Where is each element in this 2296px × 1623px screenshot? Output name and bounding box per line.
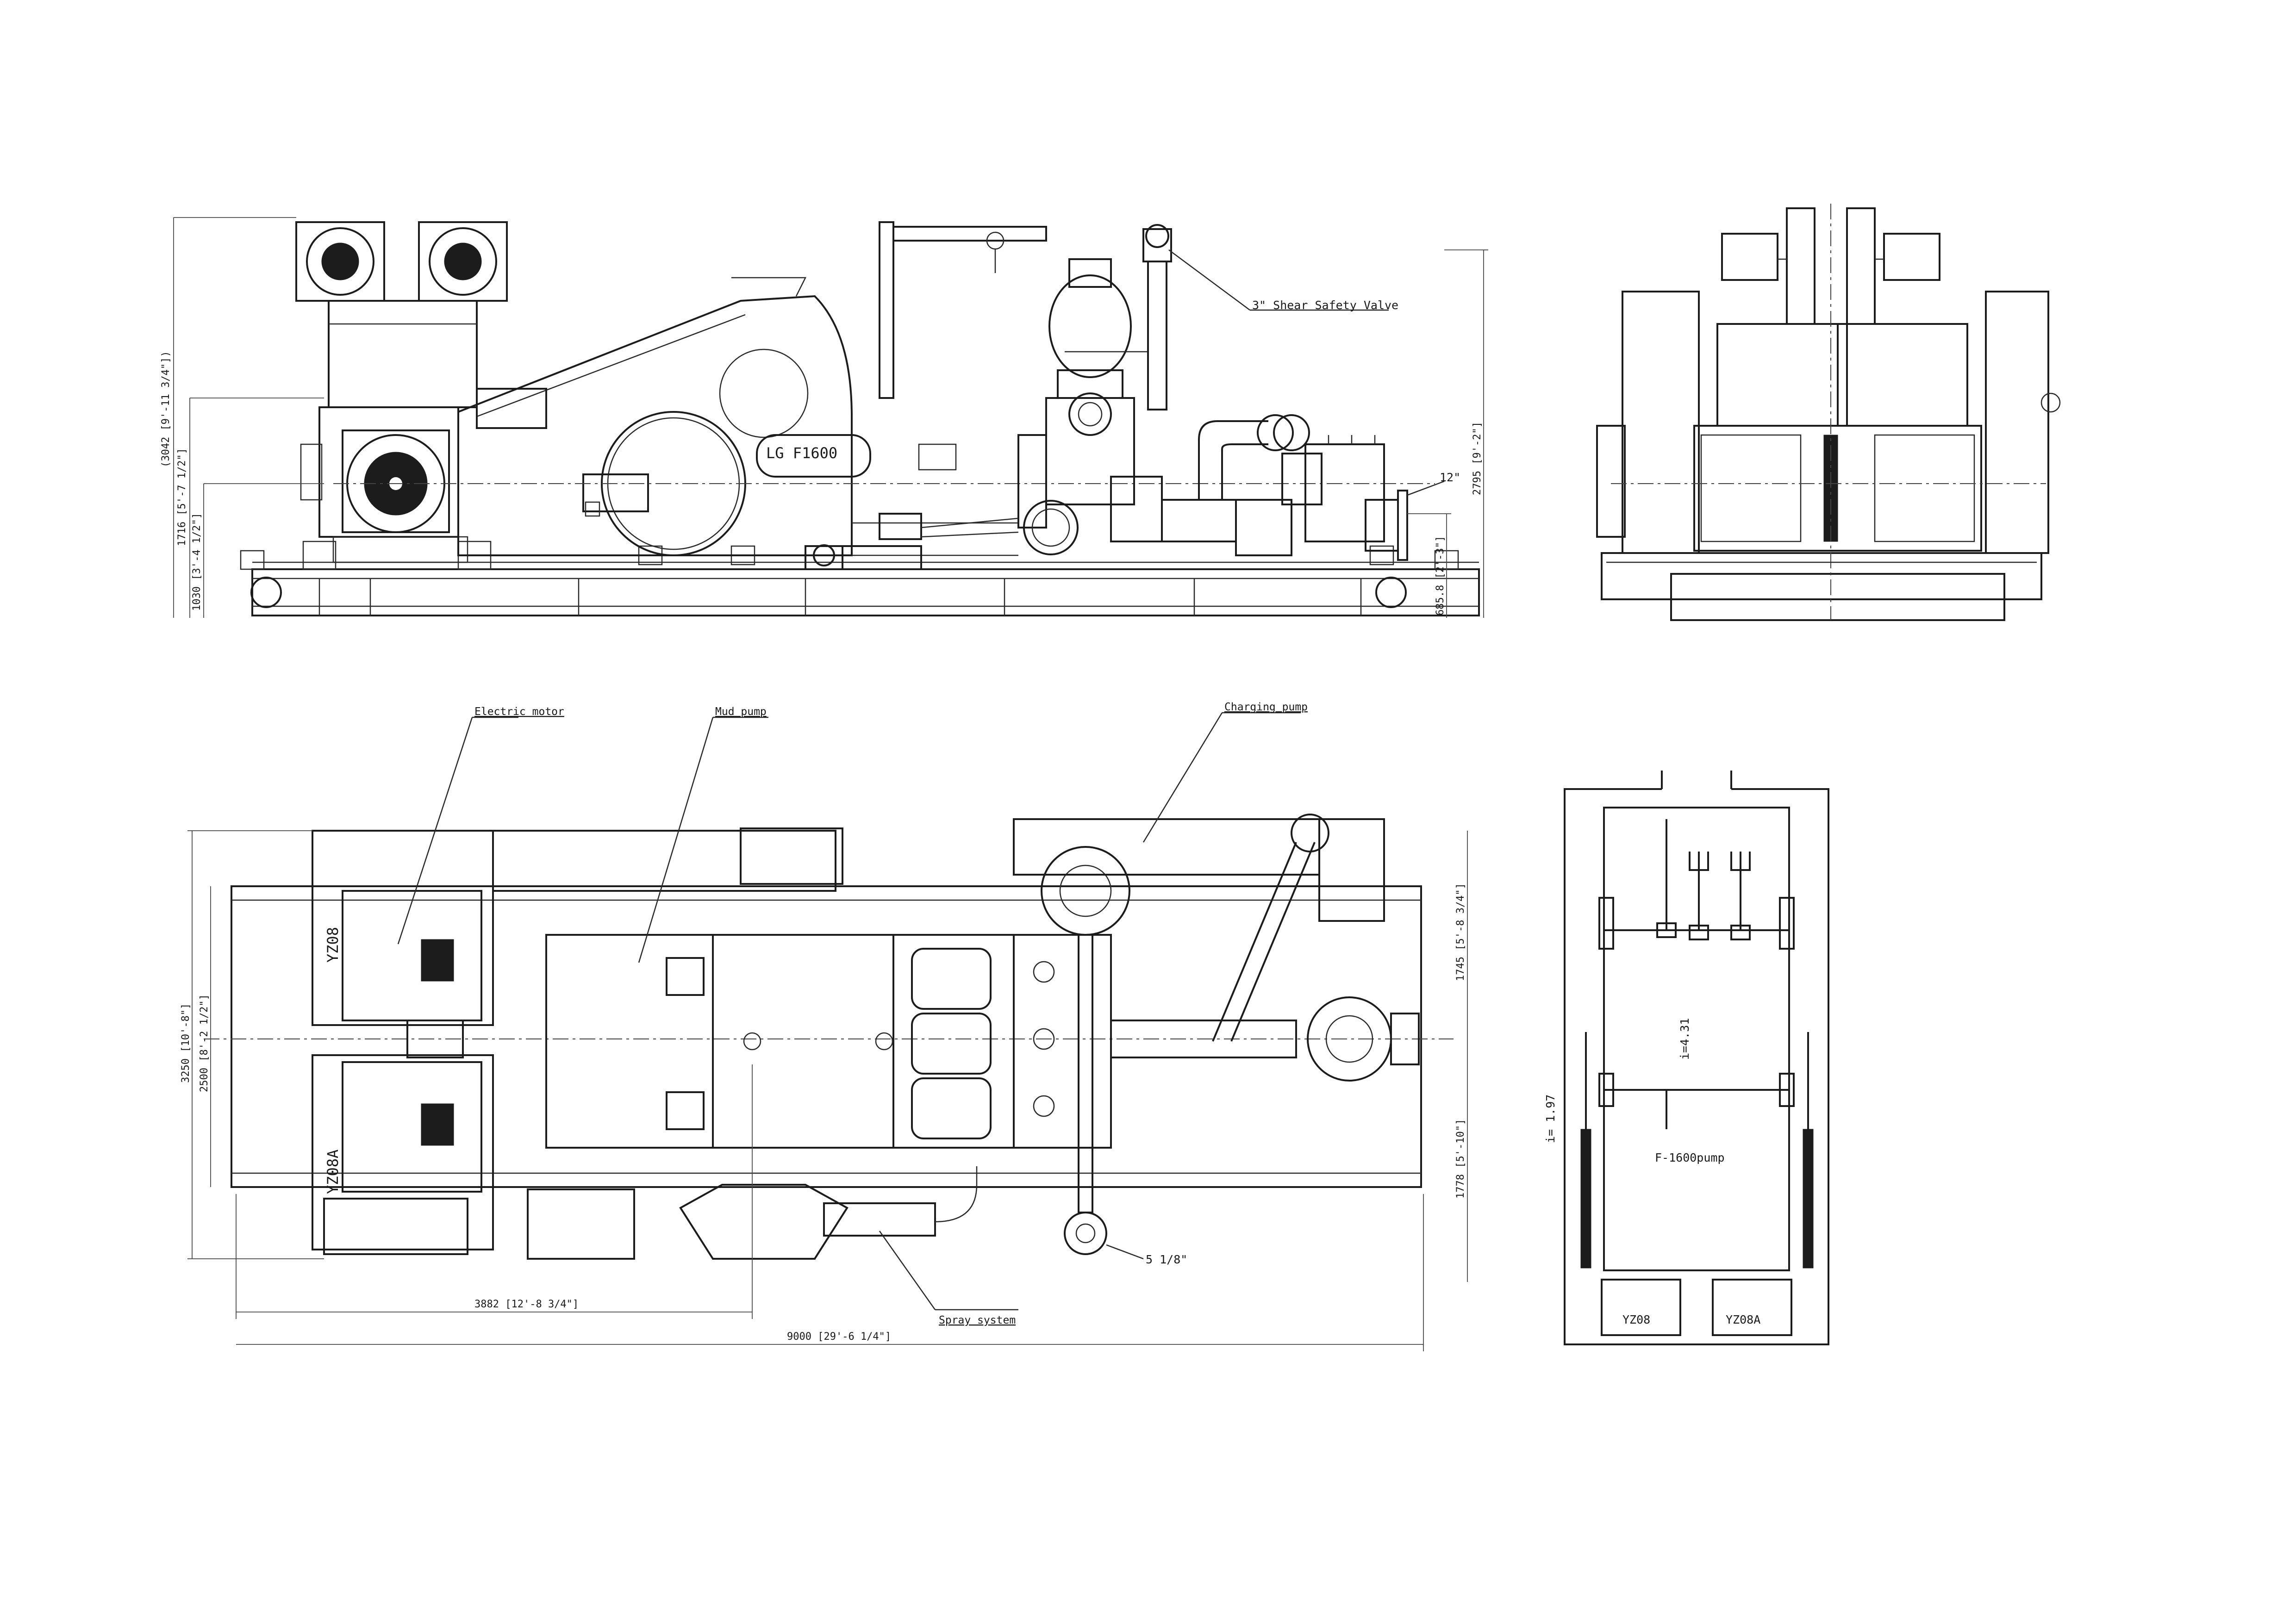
suction-pipe-callout: 12" (1440, 471, 1460, 484)
label-electric-motor: Electric motor (474, 706, 564, 718)
davit-crane (879, 221, 1047, 399)
dim-plan-width: 3250 [10'-8"] (180, 1003, 192, 1083)
plan-callouts: Electric motor Mud pump Charging pump Sp… (397, 701, 1308, 1326)
side-dimensions: (3042 [9'-11 3/4"]) 1716 [5'-7 1/2"] 103… (160, 217, 1488, 618)
schematic-motor-2: YZ08A (1726, 1313, 1760, 1326)
plan-spray-system (679, 1166, 978, 1260)
plan-motor-a-label: YZ08 (324, 927, 342, 963)
dim-motor-height: 1716 [5'-7 1/2"] (176, 448, 188, 546)
dim-plan-rail-width: 2500 [8'-2 1/2"] (199, 994, 210, 1092)
main-motor-side (300, 406, 468, 563)
schematic-motor-1: YZ08 (1622, 1313, 1650, 1326)
label-charging-pump: Charging pump (1224, 701, 1308, 713)
side-elevation-view: LG F1600 (160, 217, 1488, 618)
label-mud-pump: Mud pump (715, 706, 767, 718)
shear-safety-valve: 3" Shear Safety Valve (1142, 224, 1398, 410)
dim-overall-height: (3042 [9'-11 3/4"]) (160, 351, 172, 467)
pump-nameplate: LG F1600 (766, 444, 837, 462)
charging-pump-side: 12" (1110, 414, 1460, 561)
end-elevation-view (1596, 204, 2061, 621)
schematic-pump-label: F-1600pump (1655, 1151, 1725, 1164)
spray-units-side (805, 513, 1019, 570)
label-discharge-size: 5 1/8" (1146, 1253, 1187, 1266)
dim-lower-offset: 1778 [5'-10"] (1455, 1119, 1466, 1199)
label-spray-system: Spray system (939, 1314, 1016, 1326)
transmission-schematic: i=4.31 i= 1.97 F-1600pump YZ08 YZ08A (1544, 771, 1829, 1345)
plan-motors: YZ08 YZ08A (312, 830, 836, 1255)
shear-valve-callout: 3" Shear Safety Valve (1252, 298, 1398, 312)
dim-suction-height: 685.8 [2'-3"] (1435, 536, 1446, 616)
ratio-gear: i=4.31 (1678, 1018, 1691, 1060)
plan-motor-b-label: YZ08A (324, 1150, 342, 1194)
plan-fluid-end (1013, 814, 1420, 1255)
dim-discharge-height: 2795 [9'-2"] (1472, 422, 1483, 495)
dim-shaft-height: 1030 [3'-4 1/2"] (191, 513, 203, 611)
ratio-belt: i= 1.97 (1544, 1094, 1557, 1143)
dim-upper-offset: 1745 [5'-8 3/4"] (1455, 883, 1466, 981)
dim-overall-length: 9000 [29'-6 1/4"] (787, 1331, 891, 1343)
plan-view: YZ08 YZ08A (180, 701, 1468, 1351)
pulsation-dampener (1017, 258, 1148, 555)
dim-motor-distance: 3882 [12'-8 3/4"] (474, 1299, 579, 1310)
plan-dimensions: 3250 [10'-8"] 2500 [8'-2 1/2"] 1745 [5'-… (180, 830, 1468, 1351)
